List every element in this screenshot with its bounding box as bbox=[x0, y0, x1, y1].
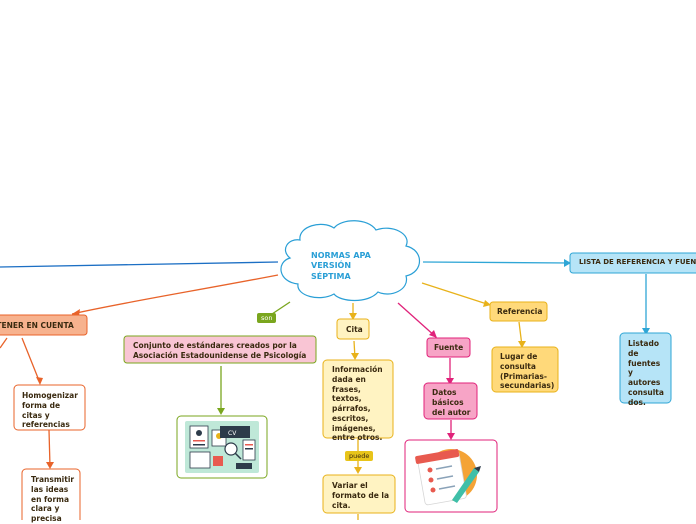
referencia-label[interactable]: Referencia bbox=[497, 307, 543, 316]
variar-box bbox=[322, 474, 396, 514]
connector-fuente bbox=[397, 302, 437, 338]
datos-box bbox=[423, 382, 478, 420]
checklist-illustration bbox=[415, 449, 481, 506]
conjunto-label[interactable]: Conjunto de estándares creados por la As… bbox=[133, 341, 307, 360]
connector-left-out bbox=[0, 337, 8, 349]
homogenizar-box bbox=[13, 384, 86, 431]
datos-label[interactable]: Datos básicos del autor bbox=[432, 388, 471, 417]
fuente-label[interactable]: Fuente bbox=[434, 343, 464, 352]
homogenizar-label[interactable]: Homogenizar forma de citas y referencias bbox=[22, 391, 78, 430]
fuente-box bbox=[426, 337, 471, 358]
informacion-box bbox=[322, 359, 394, 439]
referencia-box bbox=[489, 301, 548, 322]
transmitir-label[interactable]: Transmitir las ideas en forma clara y pr… bbox=[31, 475, 75, 523]
variar-label[interactable]: Variar el formato de la cita. bbox=[332, 481, 390, 510]
puede-link-label: puede bbox=[345, 451, 374, 461]
lista-label[interactable]: LISTA DE REFERENCIA Y FUENTES bbox=[579, 258, 696, 266]
connector-lista bbox=[422, 261, 571, 264]
connector-referencia bbox=[421, 282, 491, 306]
cita-label[interactable]: Cita bbox=[346, 325, 363, 334]
apa-illustration: CV bbox=[185, 421, 259, 473]
tener-cuenta-box bbox=[0, 314, 88, 336]
lugar-box bbox=[491, 346, 559, 393]
conjunto-box bbox=[123, 335, 317, 364]
transmitir-box bbox=[21, 468, 81, 520]
cita-box bbox=[336, 318, 370, 340]
svg-text:CV: CV bbox=[228, 430, 237, 437]
connector-homog bbox=[21, 337, 41, 384]
informacion-label[interactable]: Información dada en frases, textos, párr… bbox=[332, 365, 383, 443]
connector-left-blue bbox=[0, 261, 279, 268]
central-cloud[interactable] bbox=[280, 220, 421, 302]
connector-tener bbox=[71, 274, 279, 315]
connector-transmitir bbox=[48, 429, 51, 468]
tener-cuenta-label[interactable]: A TENER EN CUENTA bbox=[0, 321, 74, 330]
listado-box bbox=[619, 332, 672, 404]
central-title[interactable]: NORMAS APA VERSIÓN SÉPTIMA bbox=[311, 251, 371, 281]
lugar-label[interactable]: Lugar de consulta (Primarias- secundaria… bbox=[500, 352, 555, 391]
lista-box bbox=[569, 252, 696, 274]
son-link-label: son bbox=[257, 313, 277, 323]
listado-label[interactable]: Listado de fuentes y autores consulta do… bbox=[628, 339, 664, 407]
